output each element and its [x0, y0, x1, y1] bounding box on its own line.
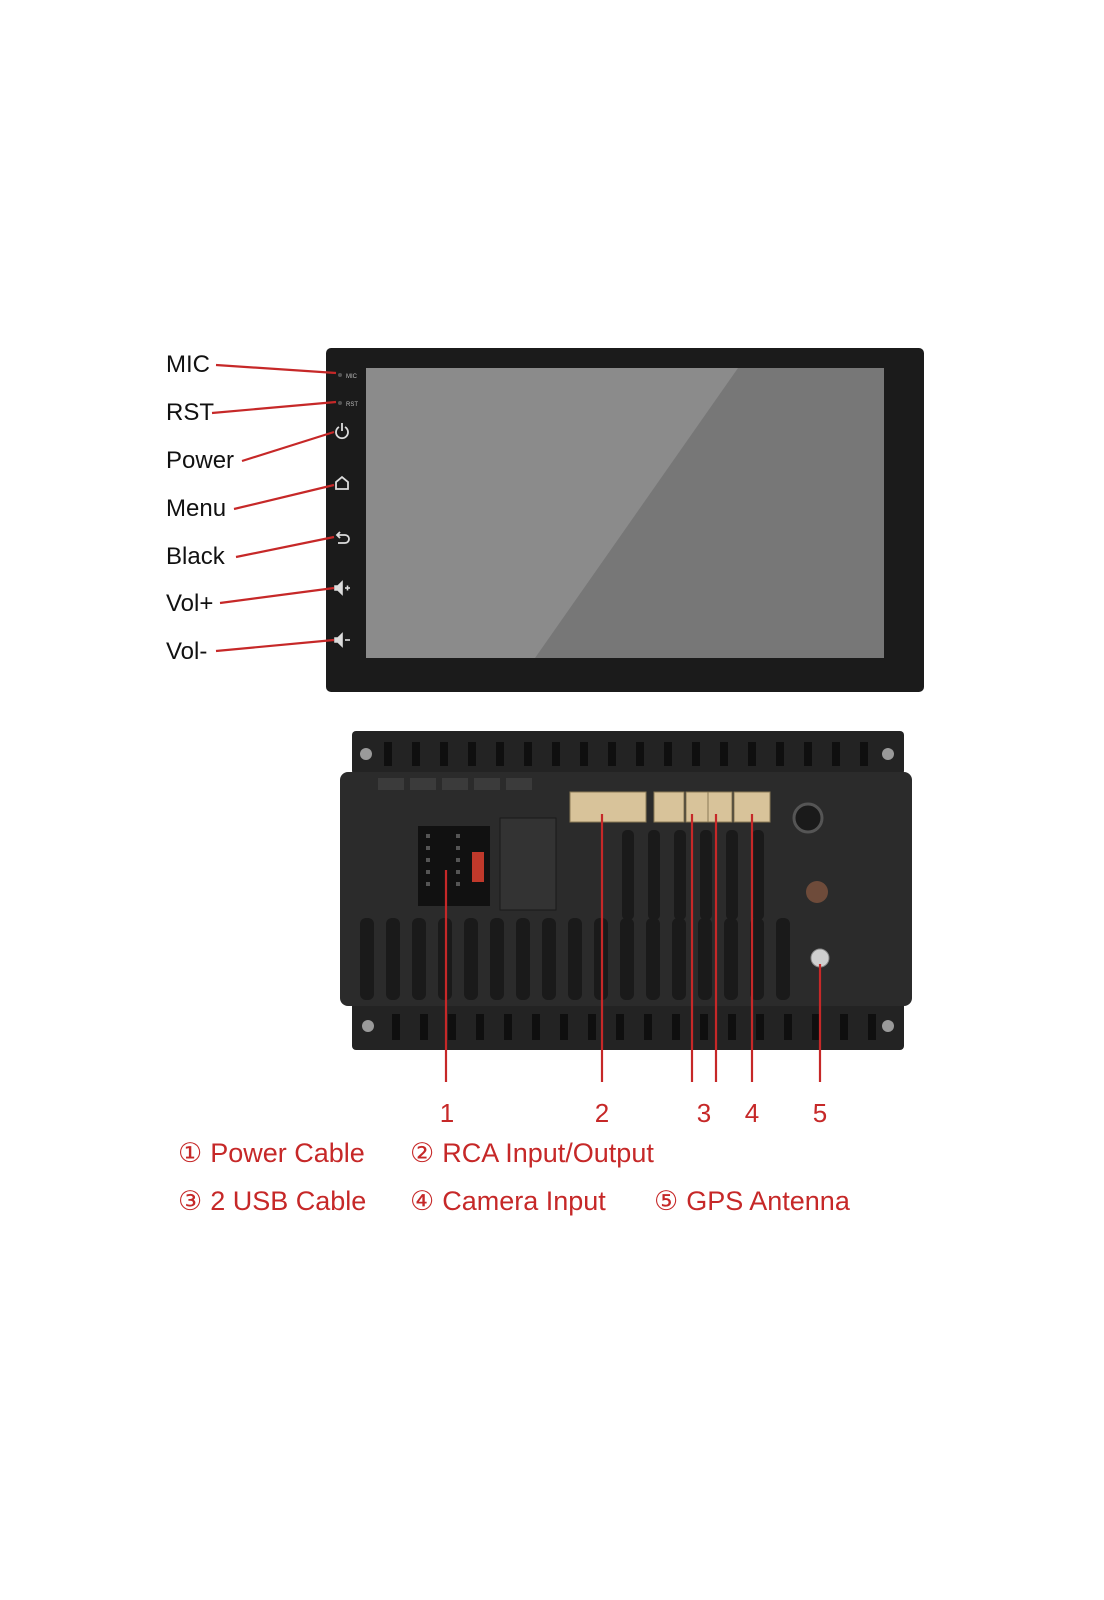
back-bottom-rail — [352, 1002, 904, 1050]
port-number-5: 5 — [812, 1098, 828, 1128]
usb-connector-c — [707, 791, 733, 823]
label-rst: RST — [166, 399, 214, 426]
fuse — [472, 852, 484, 882]
back-top-rail — [352, 731, 904, 775]
usb-connector-a — [653, 791, 685, 823]
bezel-mic-text: MIC — [346, 374, 358, 380]
home-icon[interactable] — [335, 475, 349, 490]
callout-line-power — [241, 430, 335, 463]
callout-line-menu — [233, 483, 335, 511]
side-bracket — [499, 817, 557, 911]
screw-top-right — [882, 748, 894, 760]
power-icon[interactable] — [335, 423, 349, 440]
back-icon[interactable] — [335, 531, 350, 544]
label-vol-down: Vol- — [166, 638, 208, 665]
usb-connector-b — [685, 791, 709, 823]
screw-bottom-right — [882, 1020, 894, 1032]
port-number-2: 2 — [594, 1098, 610, 1128]
legend-text-4: Camera Input — [442, 1186, 606, 1216]
legend-text-5: GPS Antenna — [686, 1186, 850, 1216]
round-socket — [792, 802, 824, 834]
legend-text-3: 2 USB Cable — [210, 1186, 367, 1216]
port-number-3: 3 — [696, 1098, 712, 1128]
reset-hole — [338, 401, 342, 405]
bezel-rst-text: RST — [346, 402, 358, 408]
screen-glare — [366, 368, 738, 658]
volume-up-icon[interactable] — [334, 580, 350, 596]
rca-connector — [569, 791, 647, 823]
legend-num-4: ④ — [410, 1186, 435, 1216]
legend-num-1: ① — [178, 1138, 203, 1168]
legend-text-1: Power Cable — [210, 1138, 365, 1168]
callout-line-rst — [211, 400, 337, 415]
callout-line-black — [235, 535, 335, 559]
callout-line-mic — [215, 363, 337, 375]
volume-down-icon[interactable] — [334, 632, 350, 648]
legend-num-5: ⑤ — [654, 1186, 679, 1216]
label-power: Power — [166, 447, 235, 474]
legend-num-3: ③ — [178, 1186, 203, 1216]
legend-text-2: RCA Input/Output — [442, 1138, 654, 1168]
label-vol-up: Vol+ — [166, 590, 214, 617]
label-black: Black — [166, 543, 225, 570]
callout-line-volup — [219, 586, 335, 605]
port-number-4: 4 — [744, 1098, 760, 1128]
label-mic: MIC — [166, 351, 210, 378]
legend-num-2: ② — [410, 1138, 435, 1168]
mic-hole — [338, 373, 342, 377]
antenna-jack — [806, 881, 828, 903]
screw-bottom-left — [362, 1020, 374, 1032]
port-number-1: 1 — [439, 1098, 455, 1128]
label-menu: Menu — [166, 495, 227, 522]
callout-line-voldown — [215, 638, 335, 653]
screw-top-left — [360, 748, 372, 760]
